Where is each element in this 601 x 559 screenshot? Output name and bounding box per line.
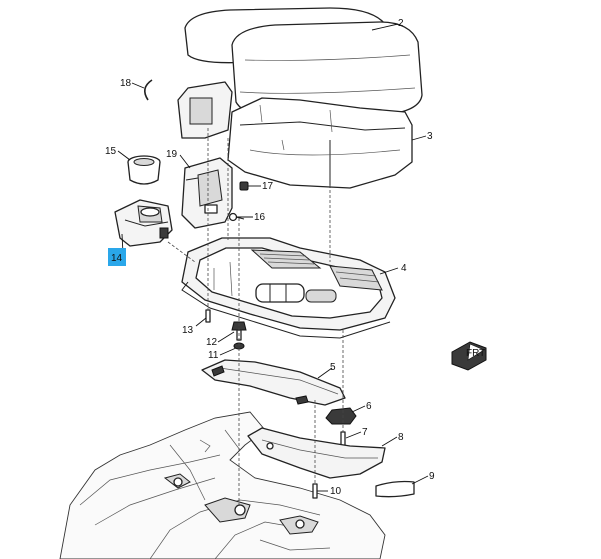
callout-15: 15 [105, 146, 117, 157]
callout-14: 14 [111, 253, 123, 264]
leader-lines [117, 23, 429, 492]
callout-5: 5 [330, 362, 336, 373]
callout-19: 19 [166, 149, 178, 160]
part-6-clip-block [325, 407, 357, 425]
part-10-stud [312, 483, 318, 499]
grid-pad-left [250, 249, 322, 269]
frt-label: FRT [466, 348, 485, 359]
callout-6: 6 [366, 401, 372, 412]
callout-10: 10 [330, 486, 342, 497]
callout-13: 13 [182, 325, 194, 336]
callout-17: 17 [262, 181, 274, 192]
part-19-console-bracket [181, 157, 233, 229]
callout-3: 3 [427, 131, 433, 142]
callout-11: 11 [208, 350, 219, 361]
part-9-end-cap [375, 480, 415, 498]
callout-7: 7 [362, 427, 368, 438]
grid-pad-right [329, 265, 383, 291]
floor-pan [59, 411, 386, 559]
part-3-seat-frame [177, 81, 413, 189]
callout-2: 2 [398, 18, 404, 29]
part-4-seat-base-tray [181, 237, 396, 339]
part-18-clip [144, 79, 153, 101]
callout-8: 8 [398, 432, 404, 443]
part-15-cupholder-insert [127, 155, 161, 185]
callout-4: 4 [401, 263, 407, 274]
callout-labels: 2 3 4 5 6 7 8 9 10 11 12 13 14 15 16 17 … [105, 18, 435, 497]
callout-16: 16 [254, 212, 266, 223]
alignment-lines [167, 128, 344, 508]
part-7-pin [340, 431, 346, 447]
part-17-nut [239, 181, 249, 191]
front-orientation-icon: FRT [451, 341, 487, 371]
part-13-stud [205, 309, 211, 323]
callout-12: 12 [206, 337, 218, 348]
part-8-trim-cover [247, 427, 386, 479]
part-14-cupholder-housing [114, 199, 173, 247]
callout-18: 18 [120, 78, 132, 89]
tray-mechanism [255, 283, 337, 303]
callout-14-highlight [108, 248, 126, 266]
callout-9: 9 [429, 471, 435, 482]
part-2-seat-cushion [184, 7, 423, 119]
part-5-reinforcement-plate [201, 359, 346, 406]
